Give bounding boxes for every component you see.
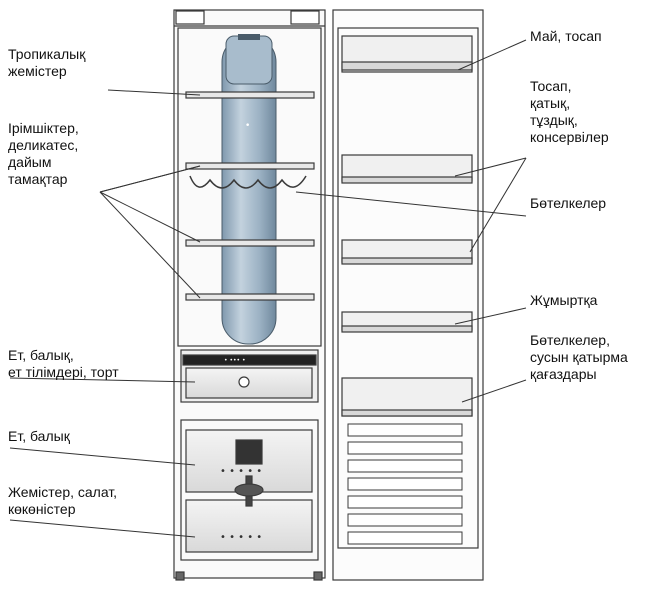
bottle-duct: •: [221, 34, 277, 345]
svg-text:• ••• •: • ••• •: [224, 357, 246, 364]
svg-text:•: •: [245, 121, 250, 131]
bottle-rack: [189, 175, 307, 189]
label-jam-yogurt: Тосап, қатық, тұздық, консервілер: [530, 78, 609, 145]
label-meat-fish-cake: Ет, балық, ет тілімдері, торт: [8, 347, 119, 380]
door-panel-slats: [347, 423, 463, 545]
label-cheese-deli: Ірімшіктер, деликатес, дайым тамақтар: [8, 120, 79, 187]
label-fruit-salad-veg: Жемістер, салат, көкөністер: [8, 484, 118, 517]
glass-shelves: [185, 91, 315, 301]
label-bottles-2: Бөтелкелер, сусын қатырма қағаздары: [530, 332, 628, 382]
drawer-icons-1: • • • • •: [220, 466, 262, 477]
drawer-icons-2: • • • • •: [220, 532, 262, 543]
label-bottles-1: Бөтелкелер: [530, 195, 607, 211]
label-butter-cheese: Май, тосап: [530, 28, 602, 44]
chiller-drawer: • ••• •: [180, 349, 319, 403]
fridge-door: [332, 9, 484, 581]
label-eggs: Жұмыртқа: [530, 292, 598, 308]
lower-compartment: [180, 419, 319, 561]
label-tropical-fruits: Тропикалық жемістер: [8, 46, 86, 79]
leader-lines: [9, 39, 527, 538]
label-meat-fish: Ет, балық: [8, 428, 70, 444]
door-bins: [341, 35, 473, 417]
